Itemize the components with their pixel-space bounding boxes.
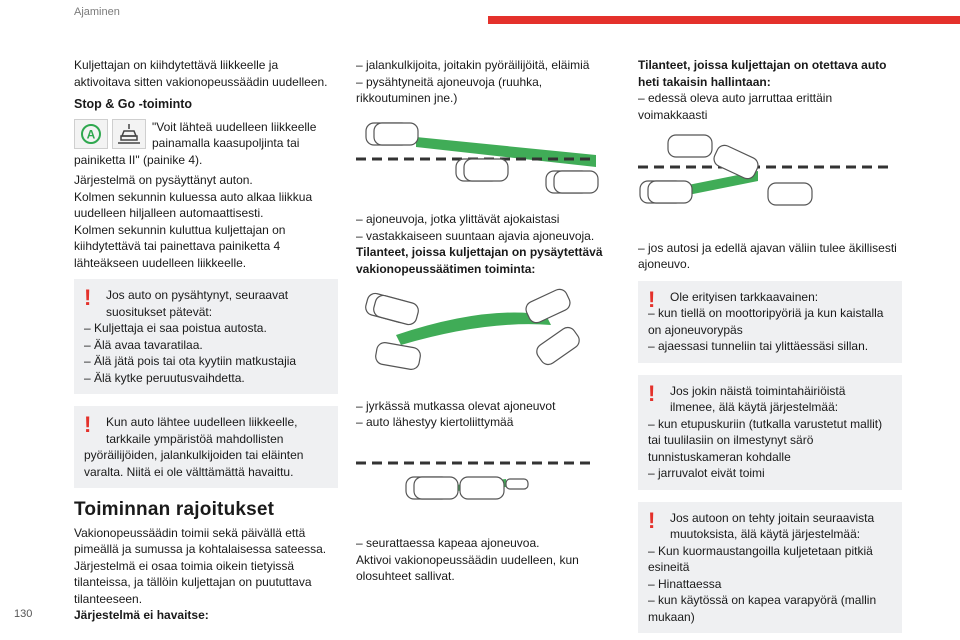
section-heading: Toiminnan rajoitukset — [74, 499, 275, 520]
svg-text:A: A — [87, 127, 96, 141]
warning-exclamation-icon: ! — [648, 507, 656, 533]
list-item: – ajoneuvoja, jotka ylittävät ajokaistas… — [356, 212, 560, 226]
paragraph-stopped: Järjestelmä on pysäyttänyt auton. — [74, 173, 253, 187]
warning-item: – jarruvalot eivät toimi — [648, 466, 765, 480]
warning-exclamation-icon: ! — [648, 286, 656, 312]
stopgo-heading: Stop & Go -toiminto — [74, 97, 193, 111]
warning-item: – kun tiellä on moottoripyöriä ja kun ka… — [648, 306, 884, 337]
intro-text: Kuljettajan on kiihdytettävä liikkeelle … — [74, 58, 328, 89]
header-accent-bar — [488, 16, 960, 24]
not-detected-label: Järjestelmä ei havaitse: — [74, 608, 209, 622]
warning-item: – Älä kytke peruutusvaihdetta. — [84, 370, 245, 385]
warning-item: – Hinattaessa — [648, 576, 722, 591]
page-number: 130 — [14, 608, 33, 620]
list-item: – auto lähestyy kiertoliittymää — [356, 415, 514, 429]
stop-situations-heading: Tilanteet, joissa kuljettajan on pysäyte… — [356, 245, 603, 276]
stopgo-block: A "Voit lähteä uudelleen liikkeelle pain… — [74, 118, 338, 152]
illustration-hard-braking — [638, 131, 902, 232]
list-item: – seurattaessa kapeaa ajoneuvoa. — [356, 536, 540, 550]
warning-exclamation-icon: ! — [648, 380, 656, 406]
takeover-heading: Tilanteet, joissa kuljettajan on otettav… — [638, 58, 887, 89]
warning-item: – Kuljettaja ei saa poistua autosta. — [84, 321, 267, 335]
warning-box-stopped: ! Jos auto on pysähtynyt, seuraavat suos… — [74, 279, 338, 394]
illustration-sharp-curve — [356, 285, 620, 390]
cruise-control-a-icon: A — [74, 118, 108, 149]
warning-item: – Kun kuormaustangoilla kuljetetaan pitk… — [648, 543, 873, 575]
warning-box-attention: ! Ole erityisen tarkkaavainen: – kun tie… — [638, 280, 902, 363]
warning-text-rest: pyöräilijöiden, jalankulkijoiden tai elä… — [84, 448, 304, 479]
warning-item: – Älä jätä pois tai ota kyytiin matkusta… — [84, 354, 297, 368]
header-title: Ajaminen — [74, 6, 120, 18]
column-1: Kuljettajan on kiihdytettävä liikkeelle … — [74, 57, 338, 628]
warning-item: – Älä avaa tavaratilaa. — [84, 337, 203, 352]
stopgo-instruction-cont: painiketta II" (painike 4). — [74, 152, 203, 167]
warning-text: Jos autoon on tehty joitain seuraavista … — [670, 510, 875, 542]
warning-text: Jos jokin näistä toimintahäiriöistä ilme… — [670, 383, 846, 415]
list-item: – edessä oleva auto jarruttaa erittäin v… — [638, 91, 833, 122]
paragraph-three-seconds: Kolmen sekunnin kuluessa auto alkaa liik… — [74, 189, 313, 221]
stop-go-car-icon — [112, 118, 146, 149]
list-item: – vastakkaiseen suuntaan ajavia ajoneuvo… — [356, 228, 595, 243]
stopgo-instruction: "Voit lähteä uudelleen liikkeelle painam… — [152, 119, 317, 151]
warning-item: – kun käytössä on kapea varapyörä (malli… — [648, 593, 877, 624]
limits-text-2: Järjestelmä ei osaa toimia oikein tietyi… — [74, 558, 312, 606]
column-3: Tilanteet, joissa kuljettajan on otettav… — [638, 57, 902, 640]
list-item: – jalankulkijoita, joitakin pyöräilijöit… — [356, 58, 590, 72]
list-item: – jos autosi ja edellä ajavan väliin tul… — [638, 240, 897, 272]
warning-item: – ajaessasi tunneliin tai ylittäessäsi s… — [648, 339, 869, 353]
column-2: – jalankulkijoita, joitakin pyöräilijöit… — [356, 57, 620, 589]
warning-text: Jos auto on pysähtynyt, seuraavat suosit… — [106, 288, 289, 319]
list-item: – jyrkässä mutkassa olevat ajoneuvot — [356, 398, 556, 413]
warning-item: – kun etupuskuriin (tutkalla varustetut … — [648, 416, 883, 464]
warning-exclamation-icon: ! — [84, 412, 92, 437]
illustration-stopped-traffic — [356, 115, 620, 204]
warning-text: Kun auto lähtee uudelleen liikkeelle, ta… — [106, 415, 298, 446]
limits-text: Vakionopeussäädin toimii sekä päivällä e… — [74, 525, 327, 557]
stopgo-icons: A — [74, 118, 146, 152]
list-item: – pysähtyneitä ajoneuvoja (ruuhka, rikko… — [356, 74, 543, 106]
paragraph-after-three-seconds: Kolmen sekunnin kuluttua kuljettajan on … — [74, 222, 286, 270]
warning-text: Ole erityisen tarkkaavainen: — [670, 289, 819, 304]
warning-box-malfunction: ! Jos jokin näistä toimintahäiriöistä il… — [638, 374, 902, 490]
warning-box-modifications: ! Jos autoon on tehty joitain seuraavist… — [638, 501, 902, 633]
illustration-narrow-vehicle — [356, 453, 620, 528]
warning-exclamation-icon: ! — [84, 285, 92, 310]
reactivate-text: Aktivoi vakionopeussäädin uudelleen, kun… — [356, 552, 579, 584]
warning-box-restart: ! Kun auto lähtee uudelleen liikkeelle, … — [74, 406, 338, 488]
